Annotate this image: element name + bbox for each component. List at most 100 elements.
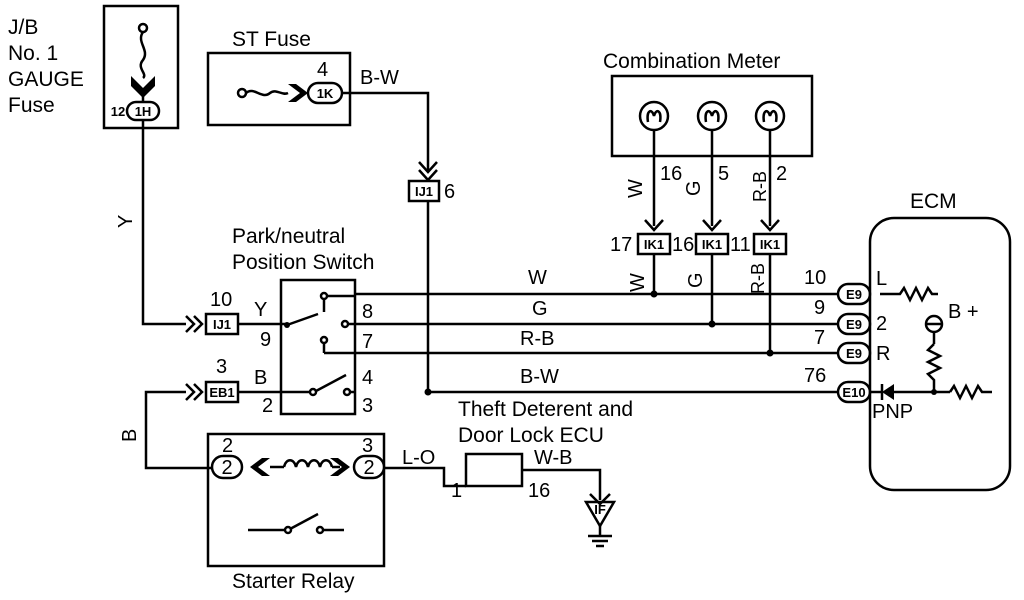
wire-wb-label: W-B — [534, 447, 573, 469]
park-neutral-switch: Park/neutral Position Switch — [232, 225, 374, 416]
ik1-b-pin: 16 — [672, 234, 694, 256]
wire-lo-label: L-O — [402, 447, 435, 469]
st-terminal-icon — [236, 87, 248, 99]
theft-ecu-box — [464, 452, 524, 488]
contact-7-icon — [319, 335, 329, 345]
st-fuse-title: ST Fuse — [232, 28, 311, 51]
relay-pin-2: 2 — [222, 435, 233, 457]
svg-text:IJ1: IJ1 — [213, 317, 231, 332]
connector-ij1-top — [407, 179, 441, 203]
fuse-arrow-icon — [131, 76, 155, 98]
combination-meter: Combination Meter — [603, 50, 814, 158]
start-contact-right-icon — [342, 387, 352, 397]
pn-switch-label-2: Position Switch — [232, 251, 374, 274]
relay-term-left — [210, 454, 244, 480]
e9-a-pin: 10 — [804, 267, 826, 289]
e9-c-pin: 7 — [814, 327, 825, 349]
wire-g-low: G — [685, 272, 707, 288]
ecm-term-2: 2 — [876, 313, 887, 335]
ik1-a-pin: 17 — [610, 234, 632, 256]
relay-pin-3: 3 — [362, 435, 373, 457]
svg-text:IJ1: IJ1 — [415, 184, 433, 199]
fuse-element-icon — [139, 31, 147, 79]
diode-icon — [882, 384, 894, 400]
jb-label-1: J/B — [8, 16, 38, 39]
relay-arrow-right-icon — [330, 458, 350, 476]
eb1-wire: B — [254, 367, 267, 389]
relay-coil-icon — [282, 459, 334, 468]
jb-label-2: No. 1 — [8, 42, 58, 65]
svg-text:IK1: IK1 — [760, 237, 780, 252]
ground-connector-if — [583, 500, 617, 529]
relay-switch-blade-icon — [289, 512, 319, 531]
starter-relay-box — [206, 432, 386, 568]
eb1-pin: 3 — [216, 356, 227, 378]
st-fuse: ST Fuse 1K 4 B-W — [206, 28, 399, 127]
selector-contact-icon — [286, 312, 319, 327]
meter-pin-2: 2 — [776, 163, 787, 185]
ecm-supply: B + — [948, 301, 979, 323]
pn-switch-label-1: Park/neutral — [232, 225, 345, 248]
start-switch-blade-icon — [315, 373, 347, 393]
svg-text:IF: IF — [594, 502, 606, 517]
jb-box — [102, 4, 180, 130]
svg-text:1K: 1K — [317, 86, 334, 101]
wire-rb-low: R-B — [748, 263, 768, 294]
pn-pin-7: 7 — [362, 331, 373, 353]
ecm-term-l: L — [876, 268, 887, 290]
svg-text:E9: E9 — [846, 346, 862, 361]
relay-contact-right-icon — [315, 525, 325, 535]
wire-g-top: G — [683, 180, 705, 196]
ecm: ECM L 2 R PNP B + — [868, 190, 1012, 492]
jb-gauge-fuse: J/B No. 1 GAUGE Fuse 1H 12 — [8, 4, 180, 130]
e10-pin: 76 — [804, 365, 826, 387]
svg-text:E9: E9 — [846, 317, 862, 332]
fuse-terminal-icon — [137, 22, 149, 34]
st-arrow-icon — [288, 84, 308, 102]
jb-label-3: GAUGE — [8, 68, 84, 91]
resistor-pullup-icon — [925, 343, 943, 392]
starter-relay: 2 3 2 2 — [206, 432, 386, 568]
ij1-left-pin: 10 — [210, 289, 232, 311]
pn-pin-2: 2 — [262, 395, 273, 417]
starter-relay-title: Starter Relay — [232, 570, 355, 593]
wire-rb-label: R-B — [520, 328, 554, 350]
jb-label-4: Fuse — [8, 94, 55, 117]
ecm-term-r: R — [876, 343, 890, 365]
st-fuse-element-icon — [245, 89, 289, 97]
meter-title: Combination Meter — [603, 50, 780, 73]
theft-ecu-pin-out: 16 — [528, 480, 550, 502]
pn-pin-4: 4 — [362, 367, 373, 389]
svg-text:2: 2 — [363, 457, 374, 479]
st-fuse-box — [206, 51, 352, 127]
meter-pin-5: 5 — [718, 163, 729, 185]
wire-w-low: W — [627, 273, 649, 292]
svg-text:E10: E10 — [842, 385, 865, 400]
e9-b-pin: 9 — [814, 297, 825, 319]
svg-text:IK1: IK1 — [702, 237, 722, 252]
wire-w-label: W — [528, 267, 547, 289]
resistor-l-icon — [880, 285, 938, 303]
wire-rb-top: R-B — [750, 171, 770, 202]
relay-term-right — [352, 454, 386, 480]
st-wire: B-W — [360, 67, 399, 89]
svg-text:1H: 1H — [135, 104, 152, 119]
pn-pin-9: 9 — [260, 329, 271, 351]
start-contact-left-icon — [308, 387, 318, 397]
contact-8-icon — [319, 291, 329, 301]
svg-text:E9: E9 — [846, 287, 862, 302]
theft-ecu-pin-in: 1 — [451, 480, 462, 502]
meter-pin-16: 16 — [660, 163, 682, 185]
wire-y-vertical: Y — [115, 215, 137, 228]
svg-text:2: 2 — [221, 457, 232, 479]
wire-w-top: W — [625, 179, 647, 198]
wire-g-label: G — [532, 298, 548, 320]
ij1-top-pin: 6 — [444, 181, 455, 203]
pn-switch-box — [279, 278, 357, 416]
svg-text:IK1: IK1 — [644, 237, 664, 252]
meter-lamp-2-icon — [696, 100, 728, 132]
theft-ecu-label-2: Door Lock ECU — [458, 424, 604, 447]
ecm-box — [868, 216, 1012, 492]
contact-selector-icon — [340, 319, 350, 329]
